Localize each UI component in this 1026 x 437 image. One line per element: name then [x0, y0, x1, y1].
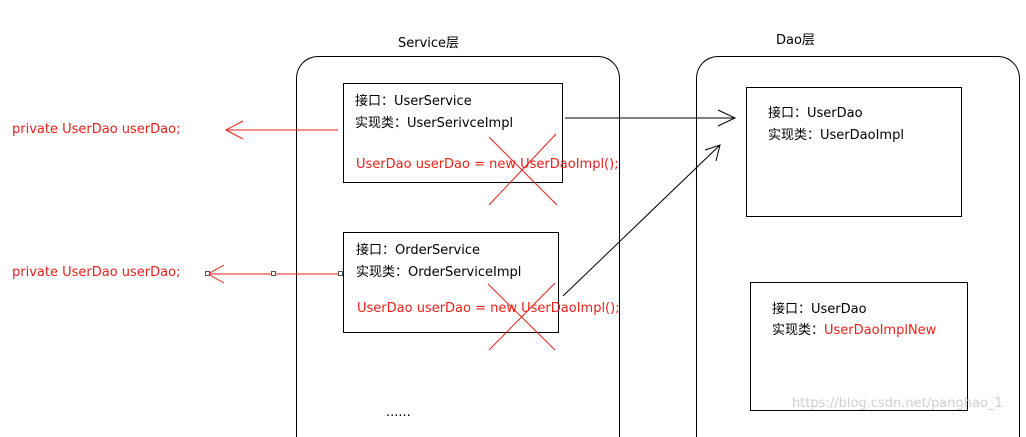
impl-name: OrderServiceImpl	[408, 265, 522, 280]
watermark: https://blog.csdn.net/panghao_1	[792, 396, 1003, 411]
impl-name-new: UserDaoImplNew	[824, 323, 937, 338]
interface-label: 接口：	[768, 106, 808, 121]
dao-box-2-impl-line: 实现类：UserDaoImplNew	[772, 323, 936, 339]
interface-label: 接口：	[772, 302, 812, 317]
dao-box-1-impl-line: 实现类：UserDaoImpl	[768, 128, 904, 144]
interface-label: 接口：	[356, 243, 396, 258]
dao-box-2	[750, 282, 968, 411]
interface-name: UserService	[394, 94, 472, 109]
order-service-impl-line: 实现类：OrderServiceImpl	[356, 265, 521, 281]
impl-name: UserSerivceImpl	[407, 116, 514, 131]
left-annotation-top: private UserDao userDao;	[12, 122, 181, 137]
user-service-box	[343, 83, 563, 183]
user-service-interface-line: 接口：UserService	[355, 94, 472, 110]
impl-name: UserDaoImpl	[820, 128, 904, 143]
impl-label: 实现类：	[772, 323, 825, 338]
dao-box-1	[746, 87, 962, 217]
interface-label: 接口：	[355, 94, 395, 109]
dao-box-1-interface-line: 接口：UserDao	[768, 106, 863, 122]
left-annotation-bottom: private UserDao userDao;	[12, 265, 181, 280]
service-ellipsis: ......	[386, 405, 411, 420]
order-service-code: UserDao userDao = new UserDaoImpl();	[357, 301, 620, 316]
interface-name: OrderService	[395, 243, 481, 258]
order-service-box	[343, 232, 559, 333]
interface-name: UserDao	[811, 302, 867, 317]
dao-box-2-interface-line: 接口：UserDao	[772, 302, 867, 318]
user-service-code: UserDao userDao = new UserDaoImpl();	[356, 157, 619, 172]
impl-label: 实现类：	[355, 116, 408, 131]
impl-label: 实现类：	[356, 265, 409, 280]
service-layer-title: Service层	[398, 36, 460, 51]
impl-label: 实现类：	[768, 128, 821, 143]
order-service-interface-line: 接口：OrderService	[356, 243, 480, 259]
dao-layer-title: Dao层	[776, 33, 815, 48]
interface-name: UserDao	[807, 106, 863, 121]
user-service-impl-line: 实现类：UserSerivceImpl	[355, 116, 513, 132]
